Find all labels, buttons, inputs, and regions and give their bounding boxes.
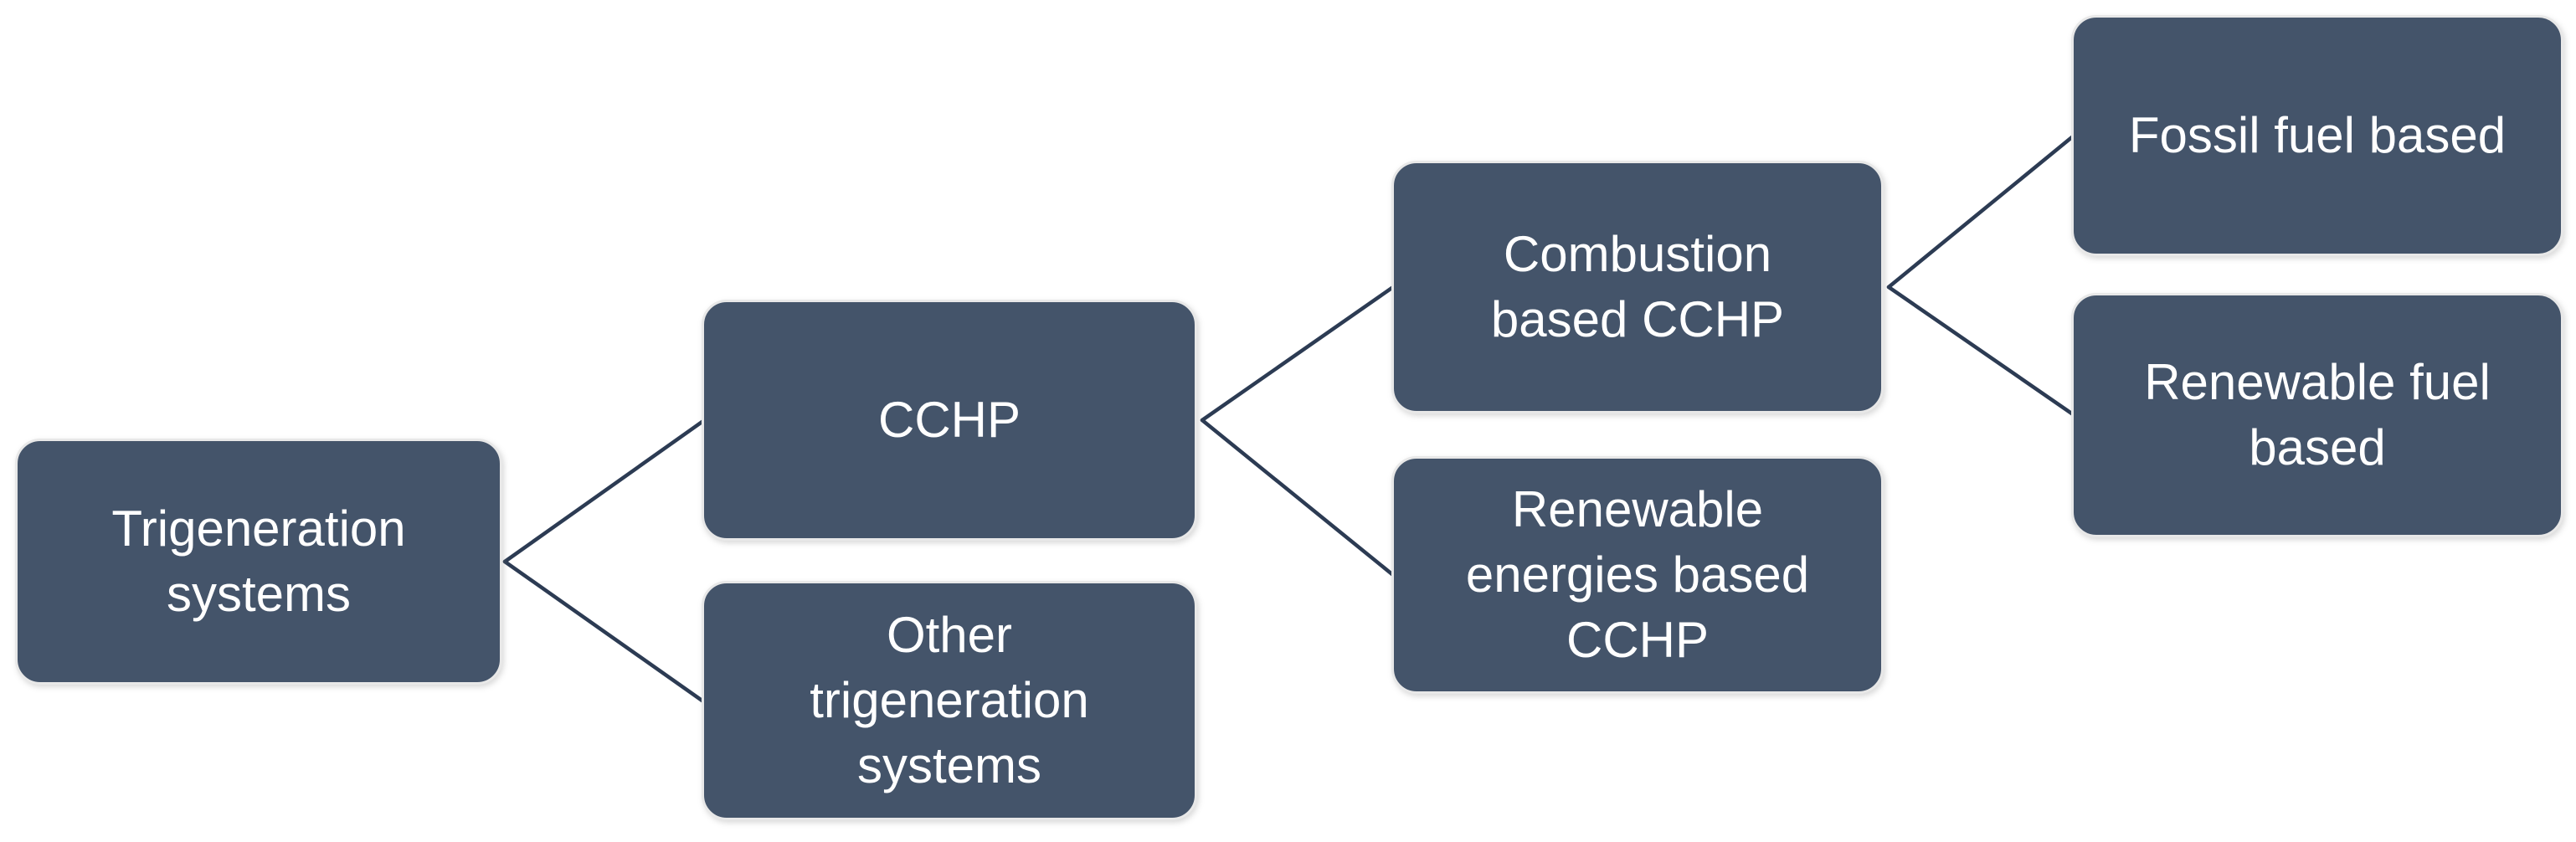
node-trigeneration-systems-label: Trigeneration systems <box>111 501 406 622</box>
node-trigeneration-systems: Trigeneration systems <box>15 439 502 685</box>
connector-trigeneration-to-cchp <box>502 418 706 564</box>
node-other-trigeneration-systems: Other trigeneration systems <box>702 581 1197 820</box>
connector-cchp-to-combustion <box>1200 285 1396 423</box>
node-combustion-based-cchp: Combustion based CCHP <box>1391 161 1884 413</box>
connector-combustion-to-fossil <box>1886 134 2075 290</box>
node-fossil-fuel-based: Fossil fuel based <box>2071 15 2563 256</box>
node-fossil-fuel-based-label: Fossil fuel based <box>2128 107 2507 163</box>
connector-combustion-to-renewfuel <box>1886 285 2075 417</box>
node-cchp: CCHP <box>702 300 1197 541</box>
connector-cchp-to-renewable-energies <box>1200 418 1396 578</box>
node-other-trigeneration-systems-label: Other trigeneration systems <box>810 607 1089 793</box>
node-renewable-fuel-based: Renewable fuel based <box>2071 293 2563 537</box>
connector-trigeneration-to-other <box>502 559 706 704</box>
node-cchp-label: CCHP <box>877 392 1021 448</box>
node-renewable-fuel-based-label: Renewable fuel based <box>2144 354 2491 475</box>
node-combustion-based-cchp-label: Combustion based CCHP <box>1490 226 1785 347</box>
node-renewable-energies-based-cchp-label: Renewable energies based CCHP <box>1465 481 1810 668</box>
node-renewable-energies-based-cchp: Renewable energies based CCHP <box>1391 456 1884 694</box>
